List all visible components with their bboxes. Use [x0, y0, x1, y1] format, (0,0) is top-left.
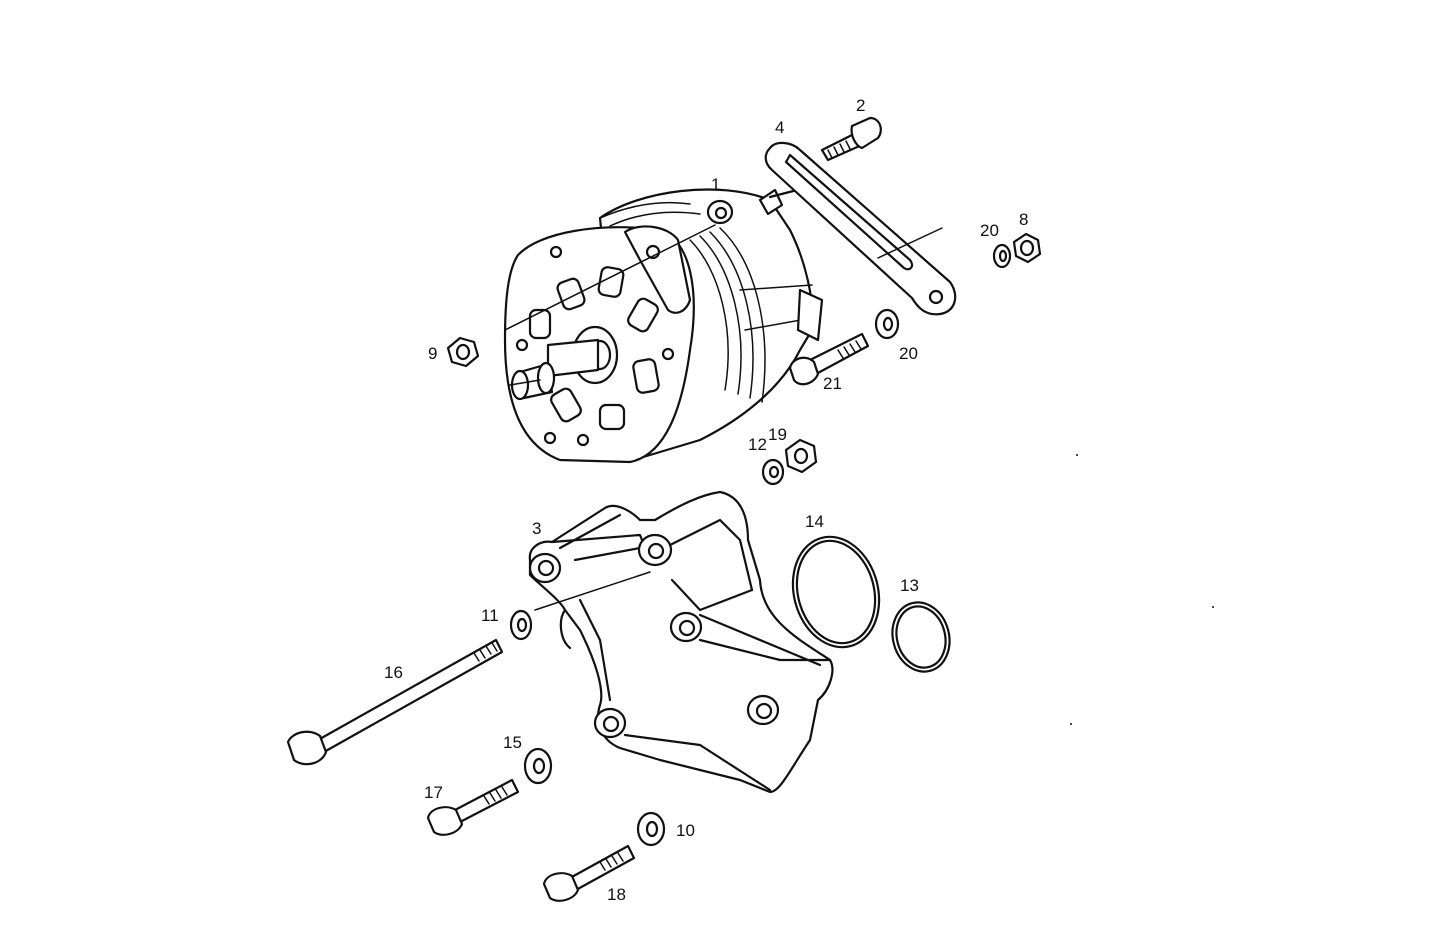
- part-2-bolt: [820, 116, 882, 162]
- label-part-21: 21: [823, 374, 842, 393]
- label-part-11: 11: [481, 606, 499, 625]
- part-9-nut: [446, 336, 480, 368]
- part-3-mounting-bracket: [528, 490, 834, 794]
- part-19-nut: [784, 438, 818, 474]
- part-15-washer: [523, 747, 553, 785]
- label-part-16: 16: [384, 663, 403, 682]
- label-part-2: 2: [856, 96, 865, 115]
- alternator: [503, 186, 824, 464]
- label-part-4: 4: [775, 118, 784, 137]
- label-part-13: 13: [900, 576, 919, 595]
- label-part-18: 18: [607, 885, 626, 904]
- label-part-20-lower: 20: [899, 344, 918, 363]
- part-14-o-ring: [791, 535, 881, 649]
- part-1-nut: [706, 199, 734, 225]
- part-10-washer: [636, 811, 666, 847]
- label-part-3: 3: [532, 519, 541, 538]
- label-part-19: 19: [768, 425, 787, 444]
- part-4-adjusting-strap: [764, 141, 957, 316]
- part-21-bolt: [788, 332, 870, 386]
- part-20-washer-lower: [874, 308, 900, 340]
- label-part-20-upper: 20: [980, 221, 999, 240]
- label-part-17: 17: [424, 783, 443, 802]
- label-part-9: 9: [428, 344, 437, 363]
- part-12-washer: [761, 458, 785, 486]
- part-13-o-ring: [891, 601, 951, 673]
- part-18-bolt: [542, 844, 636, 902]
- label-part-1: 1: [711, 175, 720, 194]
- part-labels: 1 2 3 4 8 9 10 11 12 13 14 15 16 17 18 1…: [384, 96, 1028, 904]
- part-8-nut: [1012, 232, 1042, 264]
- label-part-12: 12: [748, 435, 767, 454]
- label-part-8: 8: [1019, 210, 1028, 229]
- part-20-washer-upper: [992, 243, 1012, 269]
- label-part-10: 10: [676, 821, 695, 840]
- part-17-bolt: [426, 778, 520, 836]
- part-16-long-bolt: [286, 638, 504, 766]
- label-part-14: 14: [805, 512, 824, 531]
- label-part-15: 15: [503, 733, 522, 752]
- part-11-washer: [509, 609, 533, 641]
